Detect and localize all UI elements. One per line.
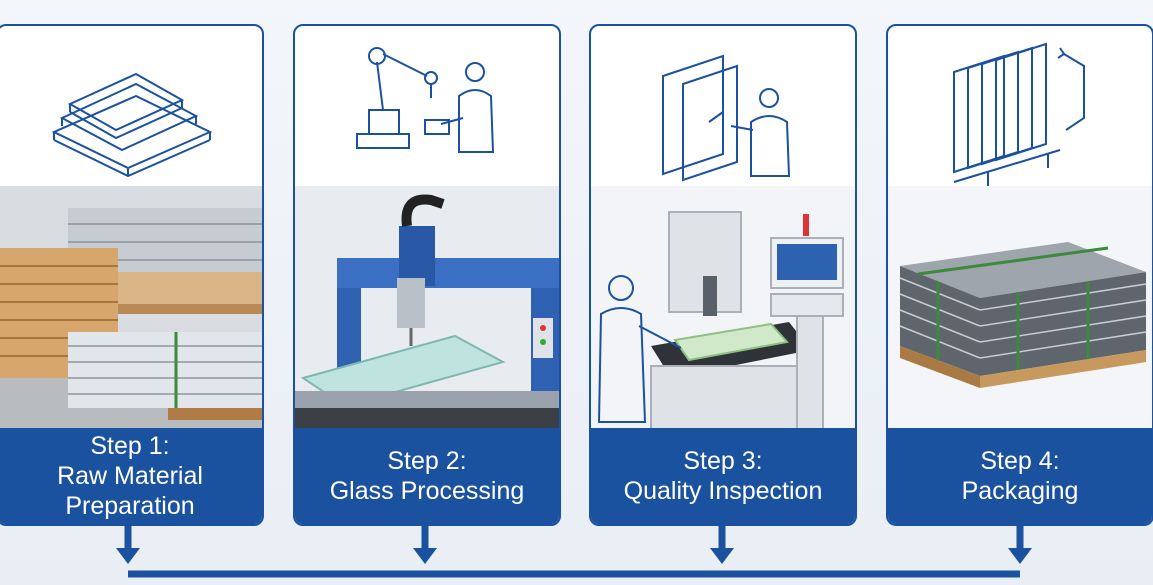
- step-4-title: Step 4:: [980, 447, 1060, 475]
- step-3-subtitle-line-1: Quality Inspection: [623, 477, 823, 505]
- arrow-step-1: [116, 526, 140, 564]
- step-1-title: Step 1:: [90, 432, 170, 460]
- step-4-label: Step 4: Packaging: [888, 428, 1152, 524]
- step-3-label: Step 3: Quality Inspection: [591, 428, 855, 524]
- stacked-sheets-icon: [0, 26, 262, 186]
- robot-arm-operator-icon: [295, 26, 559, 186]
- packaged-glass-stack-illustration: [888, 186, 1152, 434]
- step-card-3: Step 3: Quality Inspection: [589, 24, 857, 526]
- step-1-subtitle-line-2: Preparation: [65, 492, 195, 520]
- arrow-step-3: [710, 526, 734, 564]
- inspection-machine-illustration: [591, 186, 855, 434]
- lumber-stacks-illustration: [0, 186, 262, 434]
- step-4-subtitle-line-1: Packaging: [961, 477, 1079, 505]
- glass-rack-icon: [888, 26, 1152, 186]
- step-2-subtitle-line-1: Glass Processing: [329, 477, 525, 505]
- flow-connector: [116, 526, 1032, 578]
- step-1-label: Step 1: Raw Material Preparation: [0, 428, 262, 524]
- cnc-glass-machine-illustration: [295, 186, 559, 434]
- arrow-step-4: [1008, 526, 1032, 564]
- step-card-4: Step 4: Packaging: [886, 24, 1153, 526]
- step-2-label: Step 2: Glass Processing: [295, 428, 559, 524]
- step-card-1: Step 1: Raw Material Preparation: [0, 24, 264, 526]
- step-2-title: Step 2:: [387, 447, 467, 475]
- step-3-title: Step 3:: [683, 447, 763, 475]
- arrow-step-2: [413, 526, 437, 564]
- step-card-2: Step 2: Glass Processing: [293, 24, 561, 526]
- inspector-glass-icon: [591, 26, 855, 186]
- step-1-subtitle-line-1: Raw Material: [57, 462, 203, 490]
